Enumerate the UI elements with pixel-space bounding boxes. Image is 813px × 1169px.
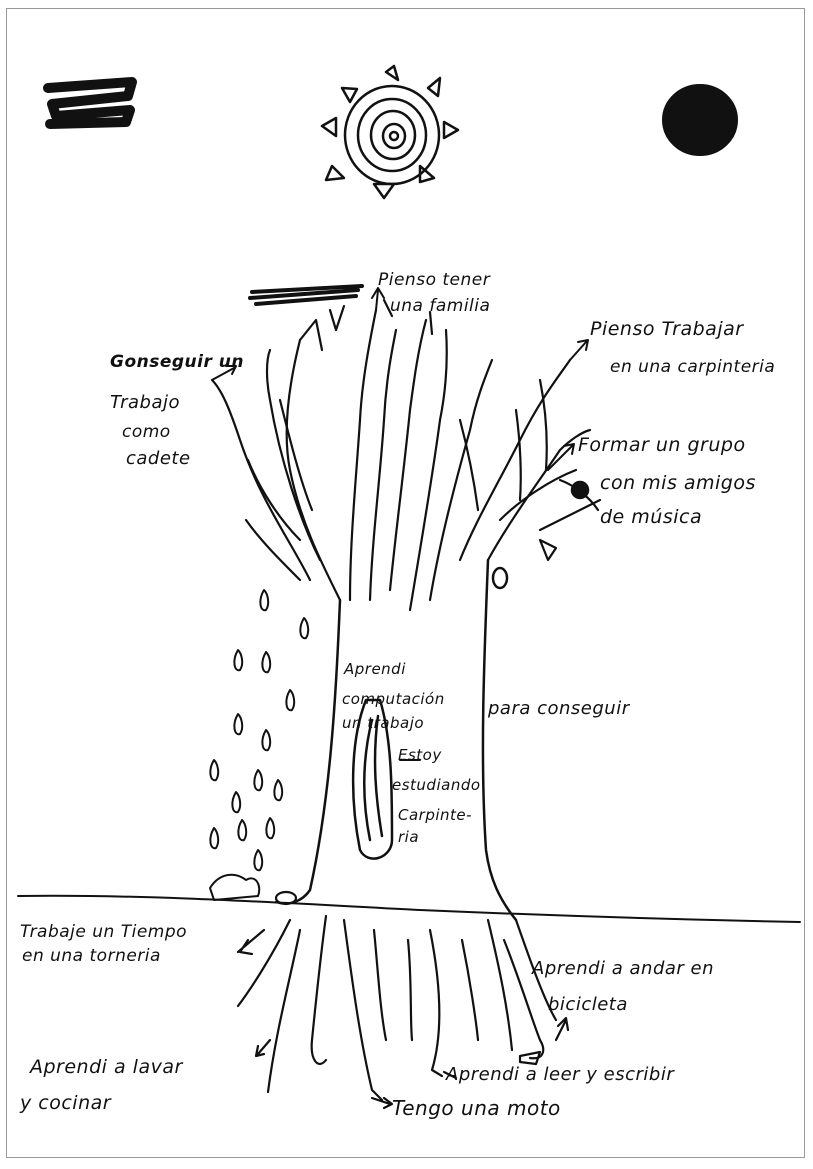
label-torneria-1: Trabaje un Tiempo [20,922,187,942]
label-grupo-1: Formar un grupo [578,434,746,456]
sun-icon [322,66,458,198]
label-lavar-2: y cocinar [20,1092,111,1114]
label-cadete-1: Gonseguir un [110,352,244,372]
label-familia-2: una familia [390,296,490,316]
label-leer: Aprendi a leer y escribir [446,1064,674,1085]
label-bicicleta-1: Aprendi a andar en [532,958,714,979]
scribble-top-right [664,86,736,154]
leaf-drops [210,590,308,900]
label-computacion-4: un trabajo [342,714,424,732]
label-computacion-2: computación [342,690,445,708]
label-cadete-3: como [122,422,171,442]
label-familia-1: Pienso tener [378,270,490,290]
label-cadete-2: Trabajo [110,392,180,413]
scribble-top-left [48,82,132,124]
label-carpinteria-2: en una carpinteria [610,357,775,377]
label-grupo-2: con mis amigos [600,472,756,494]
label-carpinteria-1: Pienso Trabajar [590,318,744,340]
label-grupo-3: de música [600,506,702,528]
label-bicicleta-2: bicicleta [548,994,628,1015]
label-computacion-3: para conseguir [488,698,630,719]
ground-line [18,896,800,922]
label-estoy-4: ria [398,828,419,846]
label-estoy-2: estudiando [392,776,481,794]
label-estoy-1: Estoy [398,746,442,764]
label-cadete-4: cadete [126,448,191,469]
label-lavar-1: Aprendi a lavar [30,1056,183,1078]
tree-crown [212,300,600,610]
label-estoy-3: Carpinte- [398,806,472,824]
label-moto: Tengo una moto [392,1096,561,1120]
label-torneria-2: en una torneria [22,946,161,966]
label-computacion-1: Aprendi [344,660,406,678]
crossed-out-word [250,286,362,304]
